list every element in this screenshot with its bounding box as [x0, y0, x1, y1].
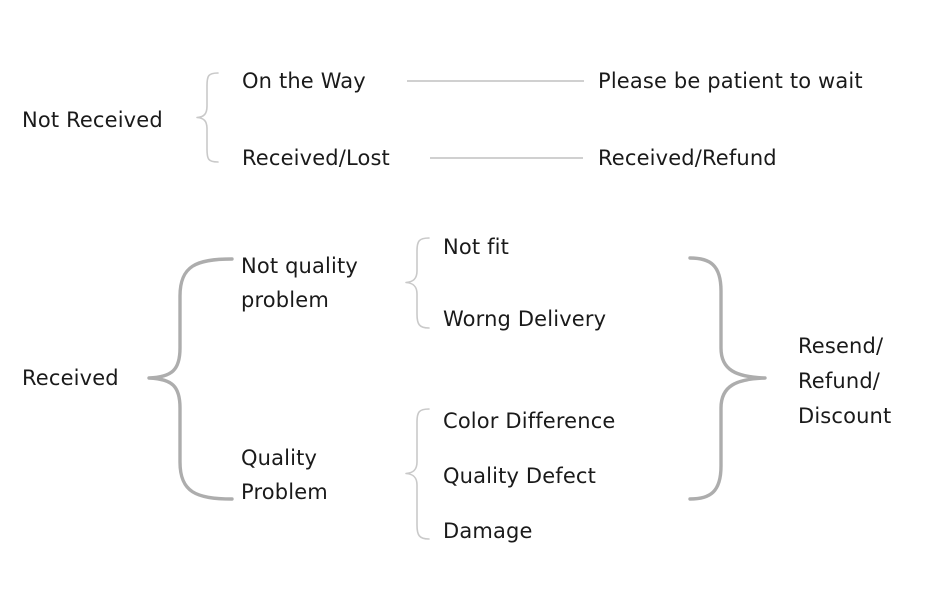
node-damage: Damage	[443, 519, 533, 543]
brace-resolution-outcome	[688, 256, 767, 501]
node-color-difference: Color Difference	[443, 409, 616, 433]
node-received-lost: Received/Lost	[242, 146, 390, 170]
node-received-refund: Received/Refund	[598, 146, 777, 170]
node-not-fit: Not fit	[443, 235, 509, 259]
node-please-be-patient-to-wait: Please be patient to wait	[598, 69, 863, 93]
node-quality-defect: Quality Defect	[443, 464, 596, 488]
brace-received	[147, 257, 234, 501]
node-worng-delivery: Worng Delivery	[443, 307, 607, 331]
node-not-received: Not Received	[22, 108, 163, 132]
node-resolution-outcome: Resend/ Refund/ Discount	[798, 334, 892, 428]
node-on-the-way: On the Way	[242, 69, 366, 93]
node-received: Received	[22, 366, 119, 390]
node-quality-problem: Quality Problem	[241, 446, 328, 504]
brace-not-received	[196, 72, 219, 163]
brace-quality-problem	[405, 408, 430, 540]
node-not-quality-problem: Not quality problem	[241, 254, 358, 312]
brace-not-quality-problem	[405, 237, 430, 329]
